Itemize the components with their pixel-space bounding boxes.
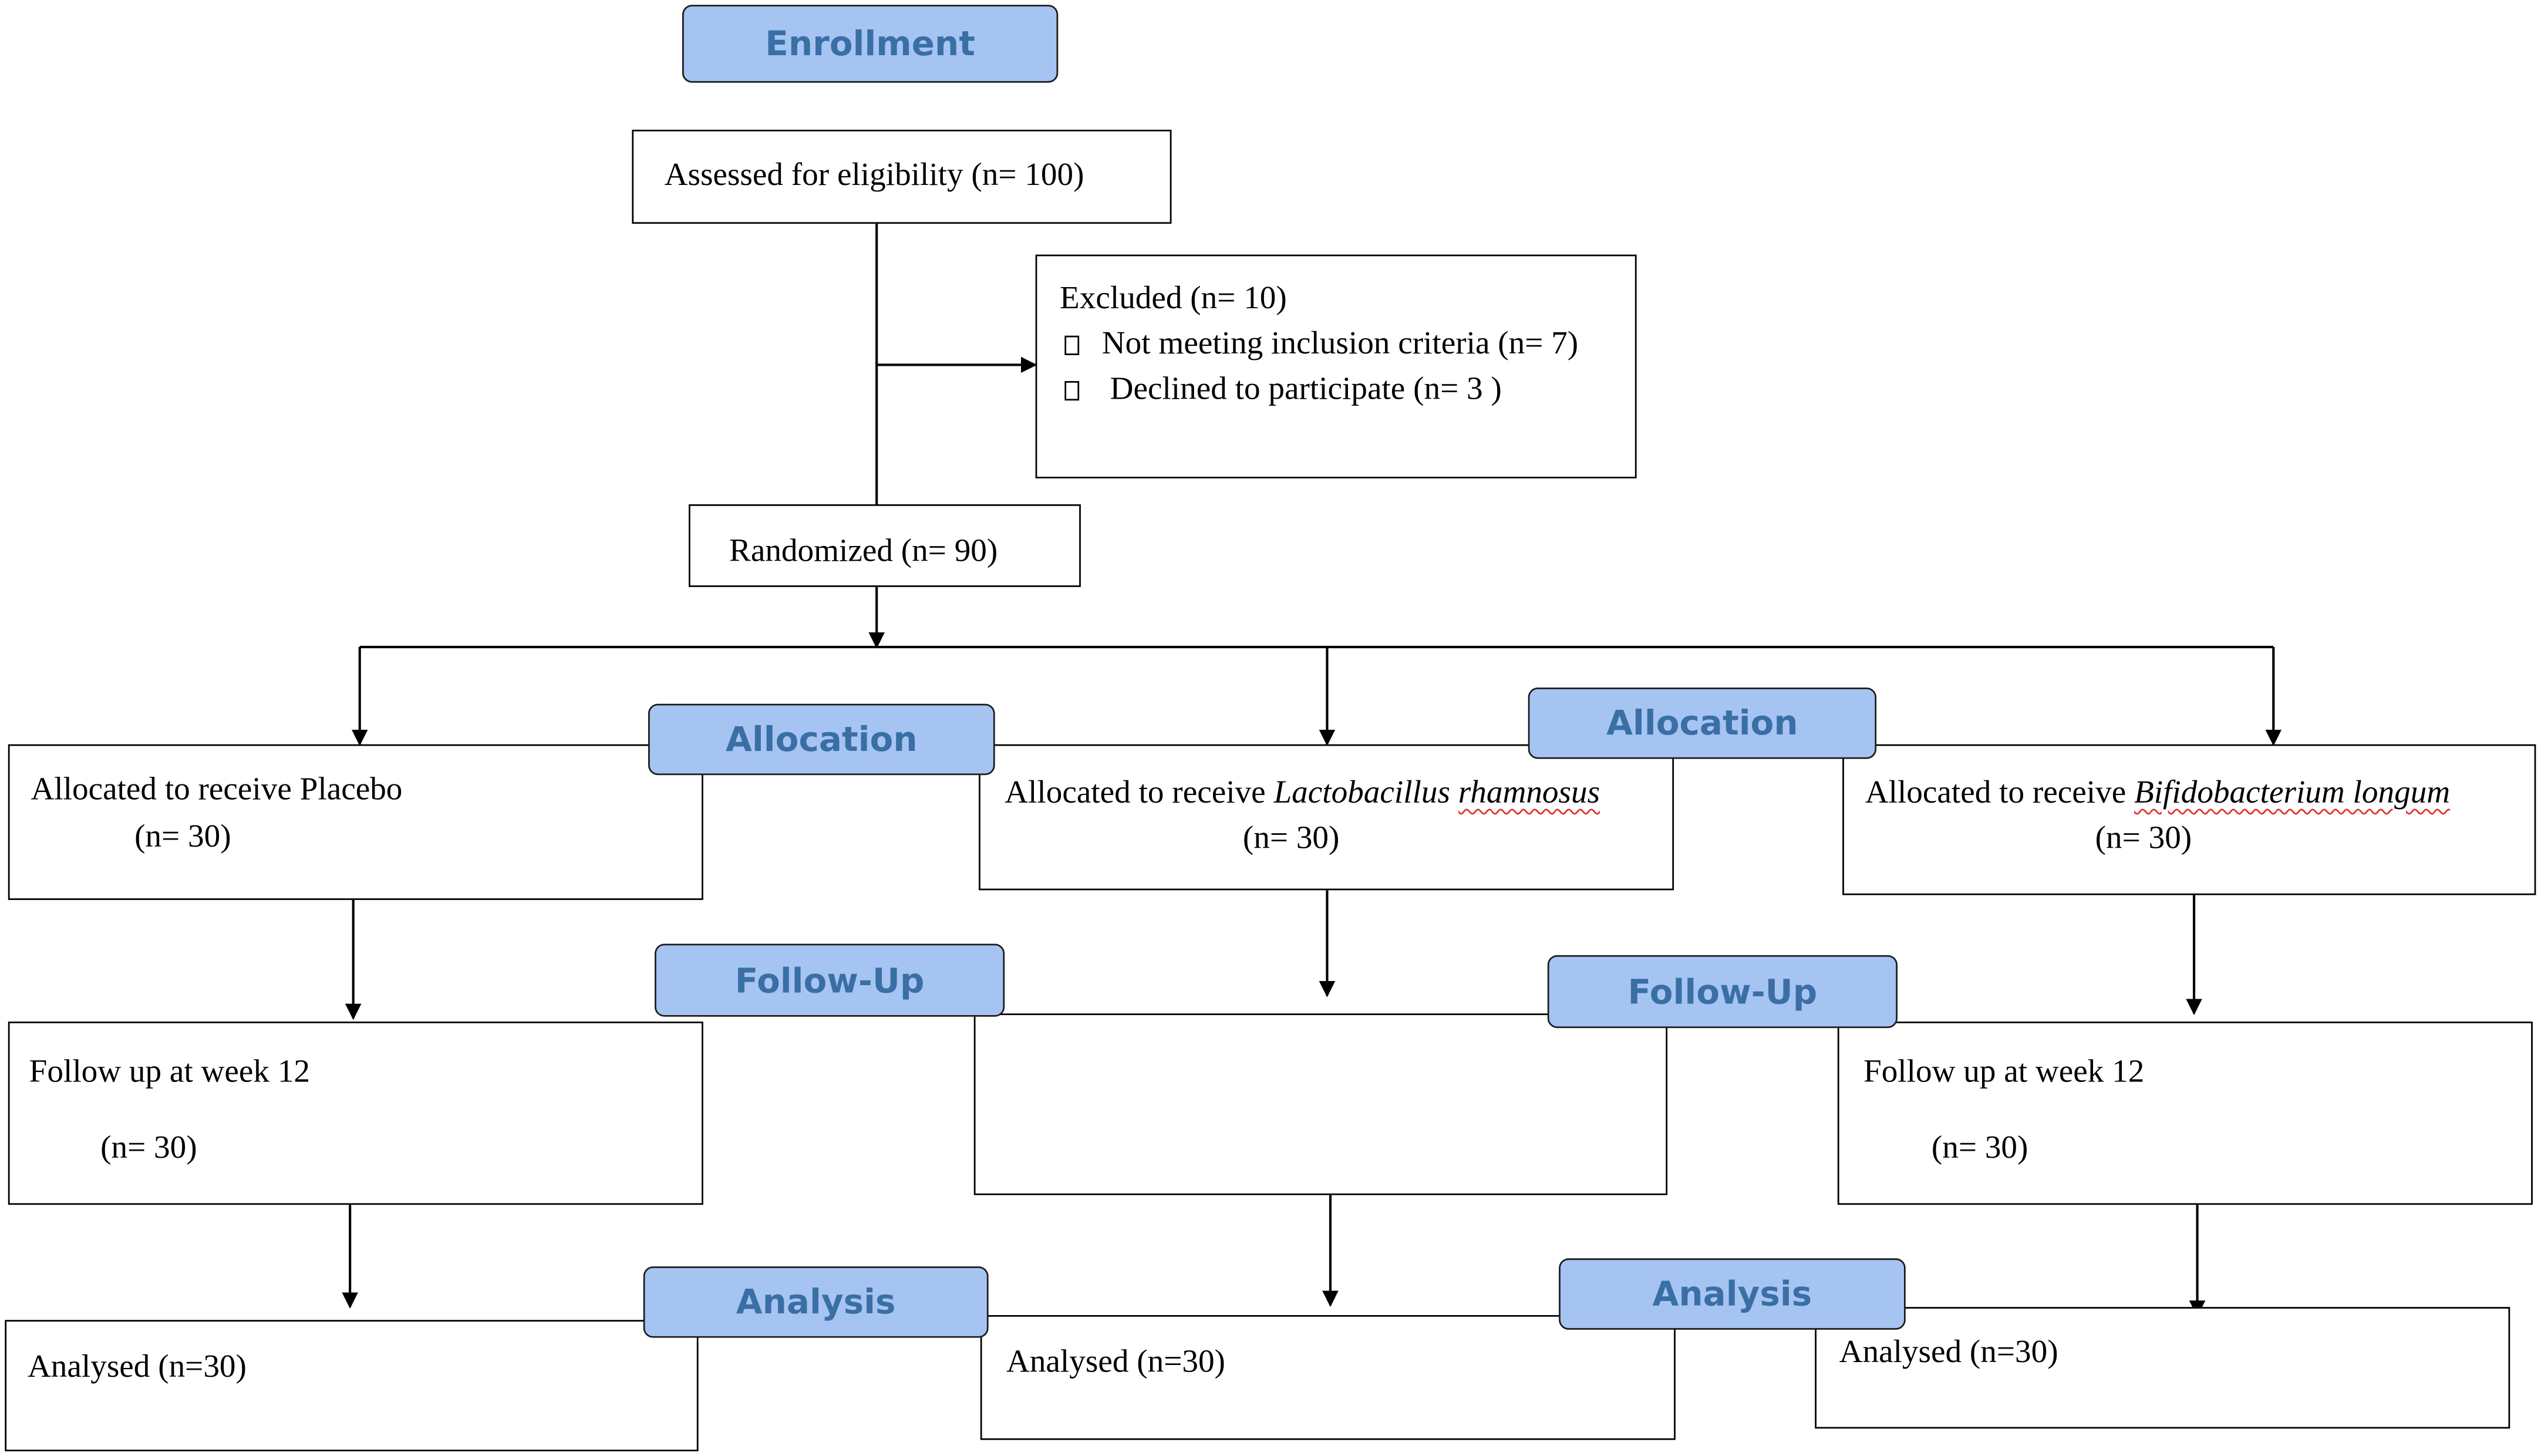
allocation-box-lactobacillus: Allocated to receive Lactobacillus rhamn… [979,744,1674,891]
follow-up-count: (n= 30) [100,1130,197,1166]
stage-analysis-left: Analysis [643,1266,989,1338]
analysed-text: Analysed (n=30) [27,1349,247,1385]
stage-label: Allocation [1606,703,1798,743]
allocation-count: (n= 30) [134,818,231,855]
analysed-text: Analysed (n=30) [1006,1344,1225,1380]
stage-analysis-right: Analysis [1559,1258,1906,1330]
assessed-text: Assessed for eligibility (n= 100) [664,157,1084,193]
allocation-prefix: Allocated to receive [1005,775,1274,811]
follow-up-box-lactobacillus [973,1013,1668,1195]
stage-allocation-right: Allocation [1528,687,1877,759]
stage-follow-up-left: Follow-Up [655,943,1005,1017]
allocation-strain-name: Bifidobacterium longum [2134,775,2451,811]
follow-up-count: (n= 30) [1931,1130,2028,1166]
stage-label: Analysis [1652,1274,1812,1314]
allocation-count: (n= 30) [1242,820,1340,857]
analysed-text: Analysed (n=30) [1839,1334,2058,1370]
follow-up-text: Follow up at week 12 [1863,1054,2145,1090]
stage-label: Analysis [736,1282,896,1322]
stage-follow-up-right: Follow-Up [1547,955,1898,1029]
follow-up-box-placebo: Follow up at week 12 (n= 30) [8,1022,703,1205]
excluded-item: Declined to participate (n= 3 ) [1064,371,1502,407]
allocation-text: Allocated to receive Bifidobacterium lon… [1865,777,2450,809]
stage-label: Follow-Up [734,960,925,1000]
analysis-box-placebo: Analysed (n=30) [5,1320,699,1451]
excluded-box: Excluded (n= 10) Not meeting inclusion c… [1035,254,1637,478]
excluded-title: Excluded (n= 10) [1060,280,1287,316]
assessed-box: Assessed for eligibility (n= 100) [632,129,1172,224]
excluded-item-label: Declined to participate (n= 3 ) [1110,371,1502,407]
allocation-box-placebo: Allocated to receive Placebo (n= 30) [8,744,703,900]
excluded-item-label: Not meeting inclusion criteria (n= 7) [1101,326,1579,362]
checkbox-icon [1064,335,1080,355]
stage-label: Allocation [726,720,918,759]
stage-allocation-left: Allocation [648,703,995,776]
follow-up-text: Follow up at week 12 [29,1054,311,1090]
follow-up-box-bifidobacterium: Follow up at week 12 (n= 30) [1837,1022,2533,1205]
checkbox-icon [1064,381,1080,401]
randomized-text: Randomized (n= 90) [729,533,998,569]
allocation-text: Allocated to receive Placebo [31,771,403,808]
allocation-strain-name: Lactobacillus rhamnosus [1273,775,1600,811]
analysis-box-bifidobacterium: Analysed (n=30) [1815,1307,2510,1429]
randomized-box: Randomized (n= 90) [689,504,1081,587]
stage-label: Enrollment [765,24,975,63]
allocation-box-bifidobacterium: Allocated to receive Bifidobacterium lon… [1842,744,2536,895]
stage-enrollment: Enrollment [682,5,1059,83]
analysis-box-lactobacillus: Analysed (n=30) [980,1315,1676,1440]
stage-label: Follow-Up [1627,972,1818,1012]
allocation-text: Allocated to receive Lactobacillus rhamn… [1005,777,1600,809]
allocation-prefix: Allocated to receive [1865,775,2135,811]
allocation-count: (n= 30) [2095,820,2192,857]
excluded-item: Not meeting inclusion criteria (n= 7) [1064,328,1578,360]
